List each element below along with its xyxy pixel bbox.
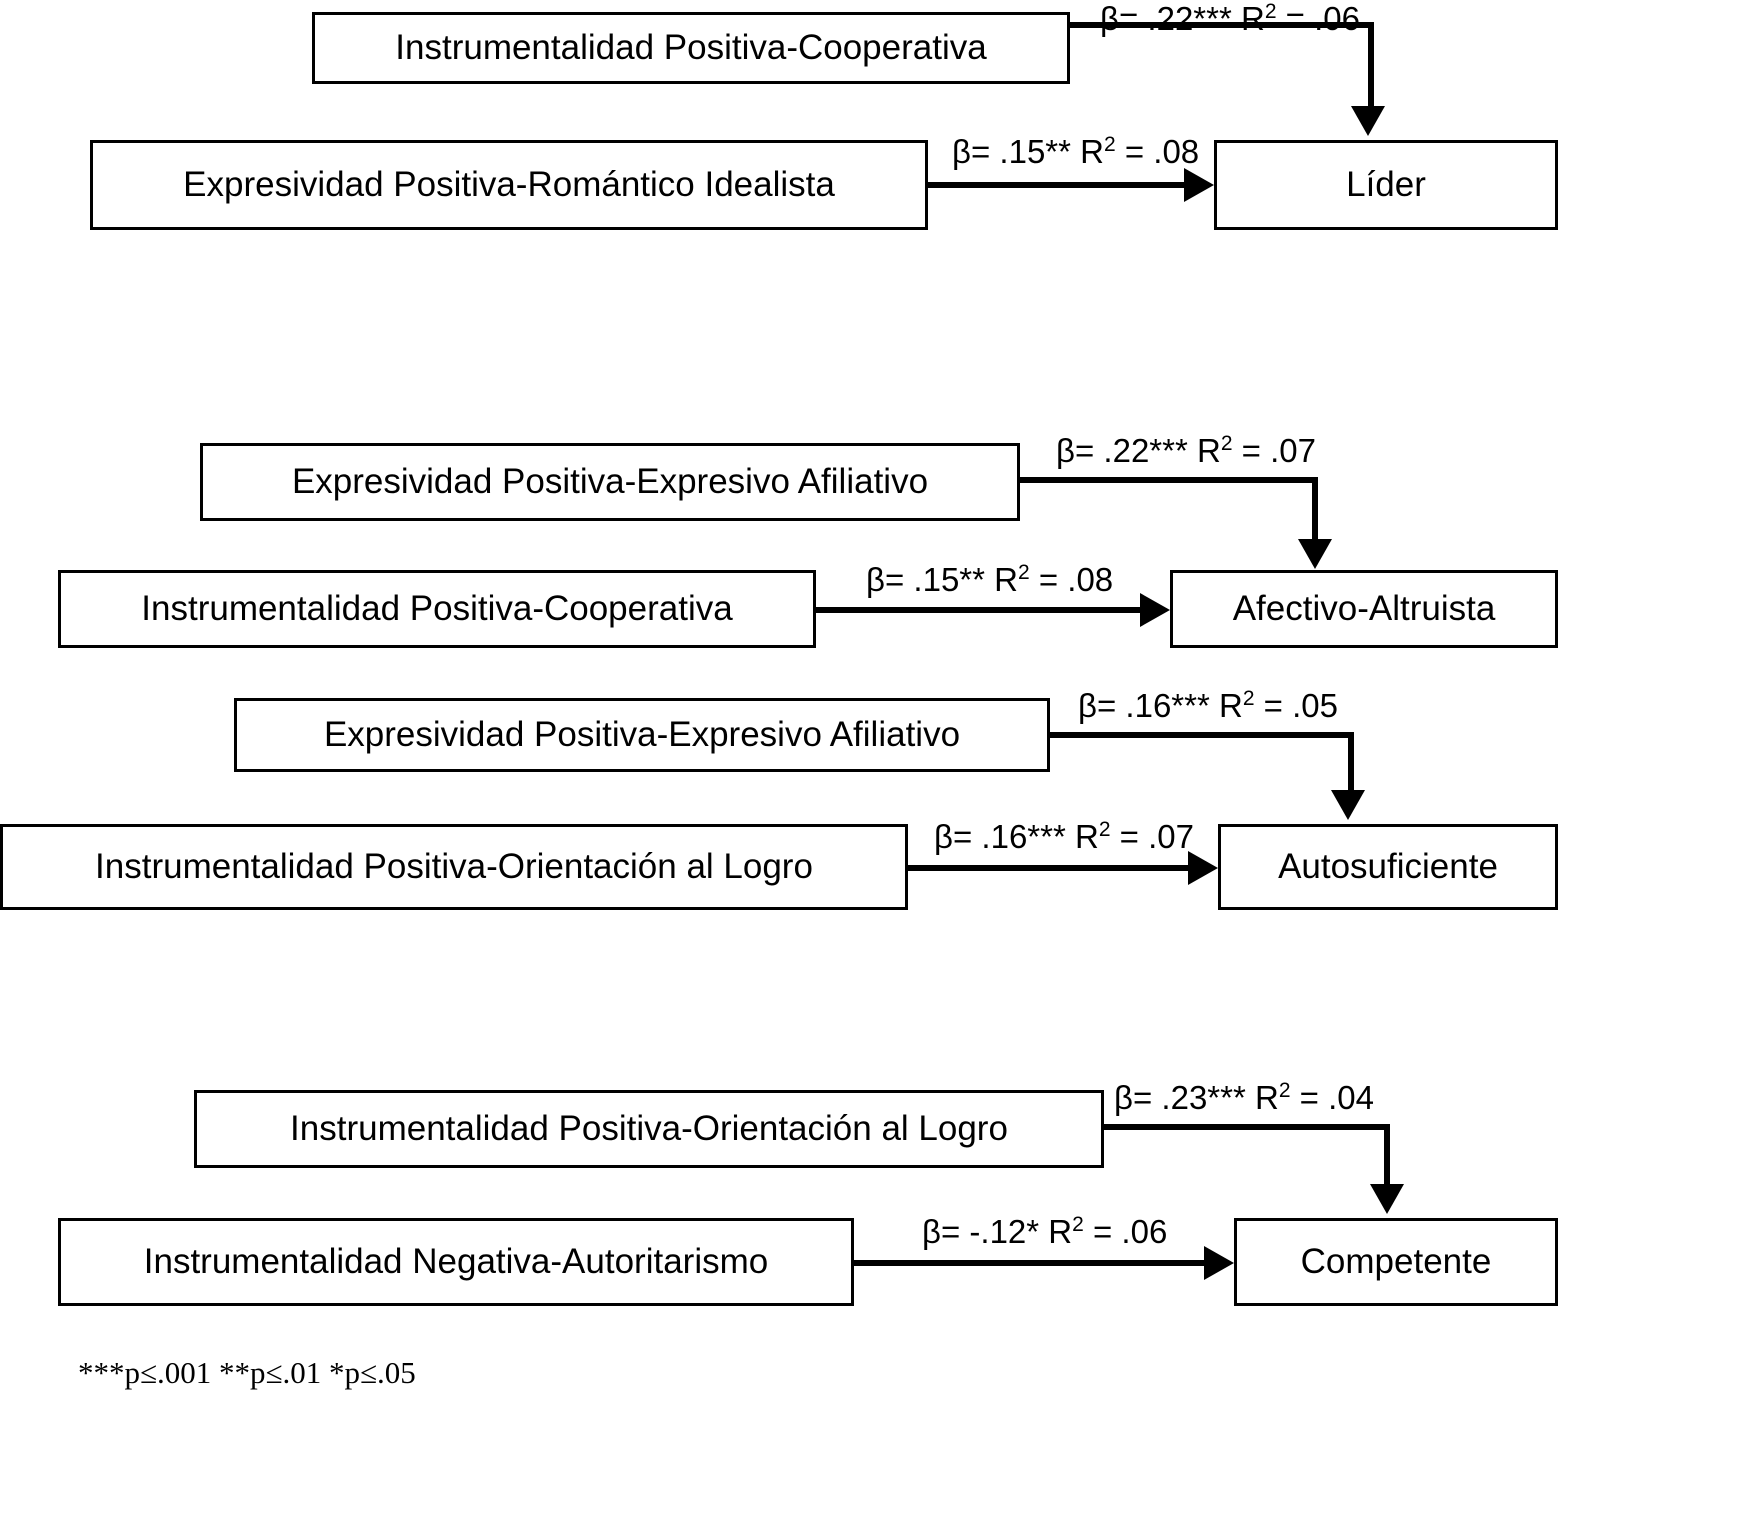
edge-label-g4-p2: β= -.12* R2 = .06 xyxy=(922,1213,1167,1251)
predictor-box-instrumentalidad-positiva-orientacion-logro-autosuficiente: Instrumentalidad Positiva-Orientación al… xyxy=(0,824,908,910)
edge-label-g3-p1: β= .16*** R2 = .05 xyxy=(1078,687,1338,725)
edge-label-g3-p1-sup: 2 xyxy=(1242,687,1255,710)
edge-label-g3-p2-beta: β= .16*** R xyxy=(934,818,1099,855)
edge-wire-g1-p1-vertical xyxy=(1368,22,1374,108)
edge-label-g1-p1-beta: β= .22*** R xyxy=(1100,0,1265,37)
edge-arrow-g1-p1 xyxy=(1351,106,1385,136)
outcome-box-autosuficiente: Autosuficiente xyxy=(1218,824,1558,910)
predictor-box-expresividad-positiva-expresivo-afiliativo-autosuficiente: Expresividad Positiva-Expresivo Afiliati… xyxy=(234,698,1050,772)
edge-label-g1-p1-sup: 2 xyxy=(1264,0,1277,23)
edge-wire-g4-p2-horizontal xyxy=(854,1260,1208,1266)
edge-label-g4-p2-r2: = .06 xyxy=(1083,1213,1168,1250)
edge-wire-g2-p1-vertical xyxy=(1312,477,1318,543)
edge-label-g2-p1: β= .22*** R2 = .07 xyxy=(1056,432,1316,470)
edge-label-g3-p1-r2: = .05 xyxy=(1254,687,1338,724)
predictor-box-instrumentalidad-positiva-orientacion-logro-competente: Instrumentalidad Positiva-Orientación al… xyxy=(194,1090,1104,1168)
outcome-box-afectivo-altruista: Afectivo-Altruista xyxy=(1170,570,1558,648)
edge-label-g3-p2-r2: = .07 xyxy=(1110,818,1194,855)
predictor-box-expresividad-positiva-romantico-idealista: Expresividad Positiva-Romántico Idealist… xyxy=(90,140,928,230)
edge-label-g2-p2: β= .15** R2 = .08 xyxy=(866,561,1113,599)
significance-footnote: ***p≤.001 **p≤.01 *p≤.05 xyxy=(78,1355,416,1390)
predictor-box-instrumentalidad-negativa-autoritarismo: Instrumentalidad Negativa-Autoritarismo xyxy=(58,1218,854,1306)
edge-arrow-g2-p2 xyxy=(1140,593,1170,627)
edge-arrow-g3-p1 xyxy=(1331,790,1365,820)
edge-label-g4-p1-beta: β= .23*** R xyxy=(1114,1079,1279,1116)
edge-label-g2-p2-sup: 2 xyxy=(1017,561,1030,584)
edge-label-g2-p1-r2: = .07 xyxy=(1232,432,1316,469)
edge-label-g2-p1-beta: β= .22*** R xyxy=(1056,432,1221,469)
edge-arrow-g1-p2 xyxy=(1184,168,1214,202)
edge-arrow-g4-p2 xyxy=(1204,1246,1234,1280)
edge-wire-g3-p2-horizontal xyxy=(908,865,1192,871)
edge-label-g1-p2-sup: 2 xyxy=(1103,133,1116,156)
edge-label-g3-p2: β= .16*** R2 = .07 xyxy=(934,818,1194,856)
edge-wire-g1-p2-horizontal xyxy=(928,182,1188,188)
edge-wire-g1-p1-horizontal xyxy=(1070,22,1374,28)
edge-label-g1-p1-r2: = .06 xyxy=(1276,0,1360,37)
edge-label-g4-p1: β= .23*** R2 = .04 xyxy=(1114,1079,1374,1117)
predictor-box-instrumentalidad-positiva-cooperativa-lider: Instrumentalidad Positiva-Cooperativa xyxy=(312,12,1070,84)
edge-arrow-g3-p2 xyxy=(1188,851,1218,885)
edge-label-g3-p1-beta: β= .16*** R xyxy=(1078,687,1243,724)
edge-label-g2-p2-beta: β= .15** R xyxy=(866,561,1018,598)
edge-wire-g2-p1-horizontal xyxy=(1020,477,1318,483)
edge-label-g4-p2-beta: β= -.12* R xyxy=(922,1213,1073,1250)
edge-arrow-g4-p1 xyxy=(1370,1184,1404,1214)
edge-label-g1-p2-beta: β= .15** R xyxy=(952,133,1104,170)
edge-wire-g4-p1-horizontal xyxy=(1104,1124,1390,1130)
edge-wire-g3-p1-horizontal xyxy=(1050,732,1354,738)
edge-label-g1-p2: β= .15** R2 = .08 xyxy=(952,133,1199,171)
edge-label-g4-p2-sup: 2 xyxy=(1072,1213,1084,1236)
edge-label-g1-p2-r2: = .08 xyxy=(1115,133,1200,170)
edge-label-g3-p2-sup: 2 xyxy=(1098,818,1111,841)
edge-wire-g3-p1-vertical xyxy=(1348,732,1354,794)
outcome-box-competente: Competente xyxy=(1234,1218,1558,1306)
edge-label-g1-p1: β= .22*** R2 = .06 xyxy=(1100,0,1360,38)
edge-label-g4-p1-sup: 2 xyxy=(1278,1079,1291,1102)
edge-label-g2-p1-sup: 2 xyxy=(1220,432,1233,455)
predictor-box-expresividad-positiva-expresivo-afiliativo-afectivo: Expresividad Positiva-Expresivo Afiliati… xyxy=(200,443,1020,521)
edge-wire-g2-p2-horizontal xyxy=(816,607,1144,613)
predictor-box-instrumentalidad-positiva-cooperativa-afectivo: Instrumentalidad Positiva-Cooperativa xyxy=(58,570,816,648)
outcome-box-lider: Líder xyxy=(1214,140,1558,230)
edge-arrow-g2-p1 xyxy=(1298,539,1332,569)
edge-label-g2-p2-r2: = .08 xyxy=(1029,561,1114,598)
edge-label-g4-p1-r2: = .04 xyxy=(1290,1079,1374,1116)
edge-wire-g4-p1-vertical xyxy=(1384,1124,1390,1188)
